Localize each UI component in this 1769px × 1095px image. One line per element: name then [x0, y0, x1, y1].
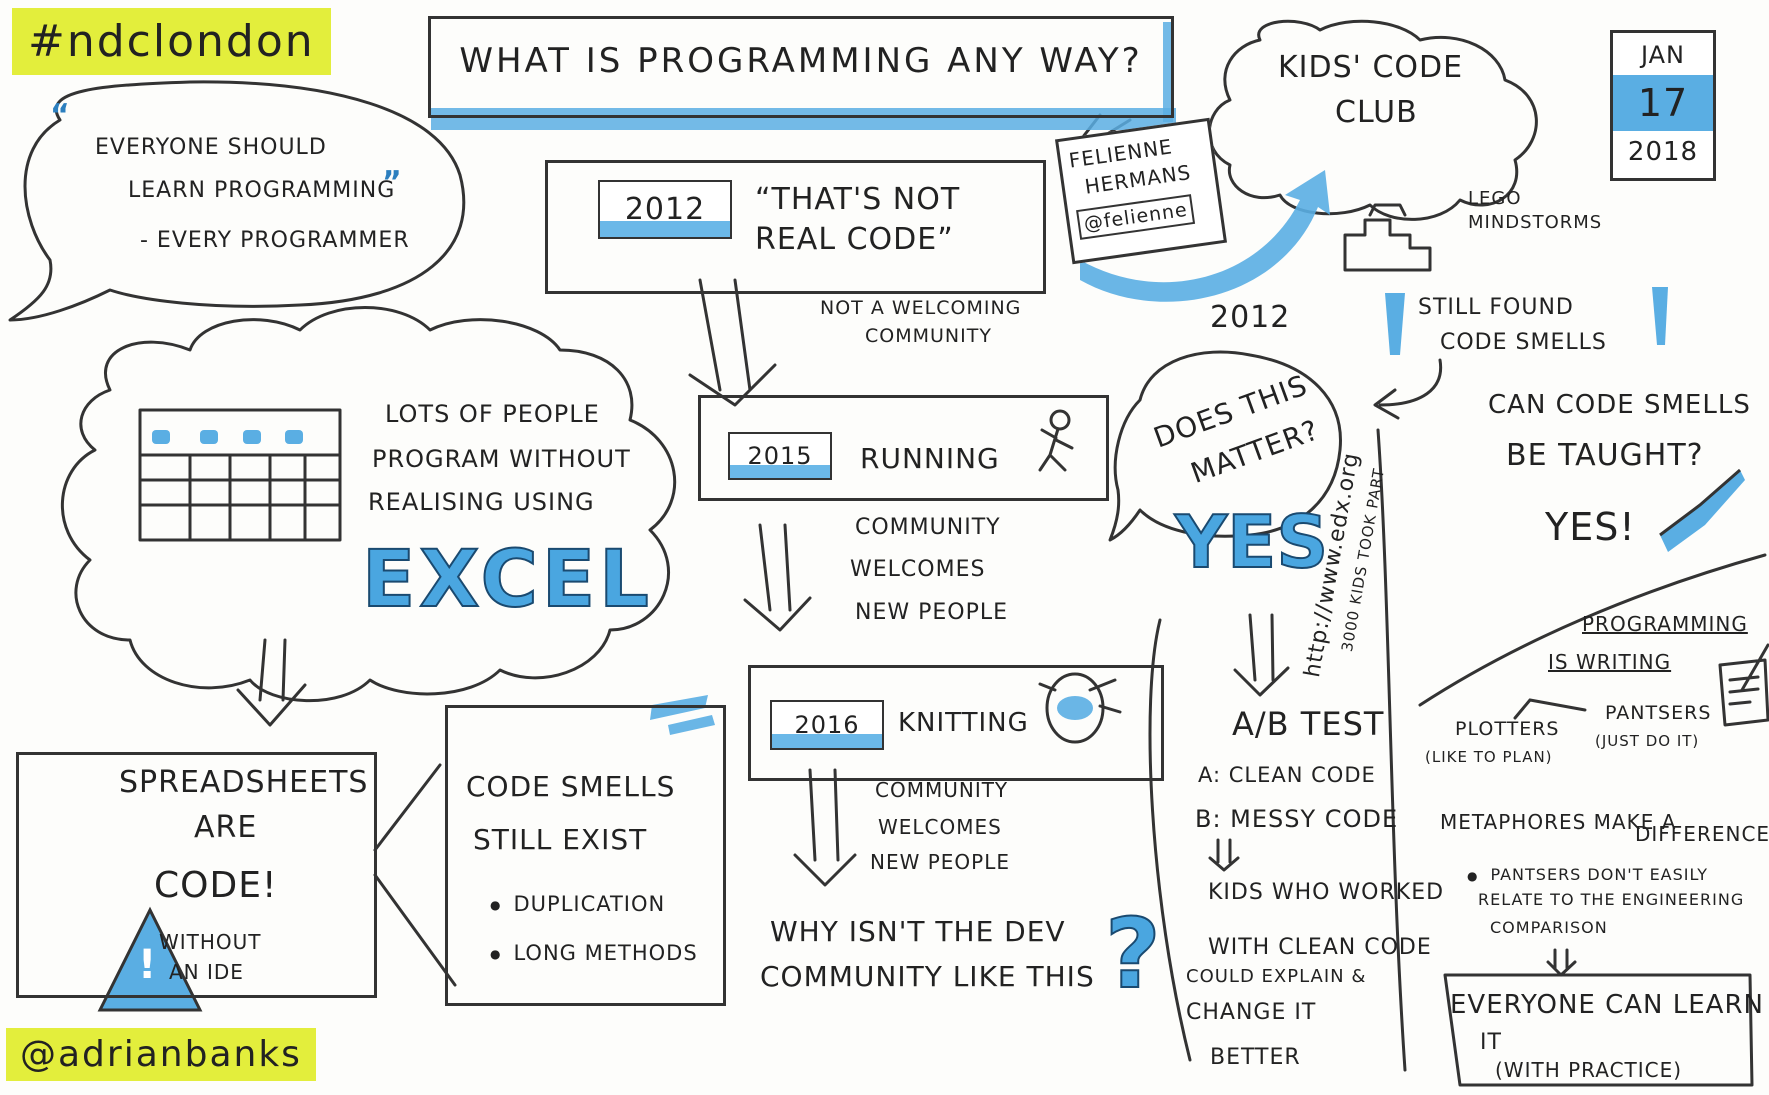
timeline-2015-box: [698, 395, 1109, 501]
year-2012: 2012: [624, 192, 706, 227]
pantsers-note: (JUST DO IT): [1595, 732, 1700, 750]
page-title: WHAT IS PROGRAMMING ANY WAY?: [459, 41, 1143, 81]
metaphores-bullet: PANTSERS DON'T EASILY: [1490, 860, 1708, 891]
everyone-line3: (WITH PRACTICE): [1495, 1058, 1683, 1082]
date-calendar: JAN 17 2018: [1610, 30, 1716, 181]
welcomes-2015-1: COMMUNITY: [855, 515, 1001, 540]
ab-test-title: A/B TEST: [1232, 705, 1385, 743]
quote-close-mark: ”: [382, 165, 403, 200]
year-2015: 2015: [747, 442, 813, 470]
kids-club-title-2: CLUB: [1335, 95, 1418, 130]
code-smells-line2: STILL EXIST: [473, 823, 648, 856]
calendar-2012: 2012: [598, 180, 732, 239]
author-handle: @adrianbanks: [6, 1028, 316, 1081]
metaphores-list: PANTSERS DON'T EASILY: [1465, 860, 1708, 891]
title-banner: WHAT IS PROGRAMMING ANY WAY?: [428, 16, 1174, 118]
dev-question-mark: ?: [1104, 897, 1162, 1011]
lego-label-1: LEGO: [1468, 188, 1522, 209]
without-ide-2: AN IDE: [169, 960, 244, 984]
taught-line2: BE TAUGHT?: [1506, 438, 1704, 473]
excel-line2: PROGRAM WITHOUT: [372, 445, 631, 473]
spreadsheets-line2: ARE: [194, 810, 258, 845]
excel-cloud: [60, 306, 677, 703]
ab-result-5: BETTER: [1210, 1045, 1301, 1070]
metaphores-bullet-2: RELATE TO THE ENGINEERING: [1478, 890, 1745, 909]
dev-question-2: COMMUNITY LIKE THIS: [760, 960, 1095, 993]
calendar-2015: 2015: [728, 432, 832, 480]
kids-cloud: [1207, 19, 1538, 221]
quote-line2: LEARN PROGRAMMING: [128, 178, 396, 203]
timeline-2016-box: [748, 665, 1164, 781]
code-smell-item: DUPLICATION: [513, 880, 698, 929]
metaphores-line2: DIFFERENCE: [1635, 822, 1769, 846]
ab-result-4: CHANGE IT: [1186, 1000, 1317, 1025]
code-smells-box: CODE SMELLS STILL EXIST DUPLICATION LONG…: [445, 705, 726, 1006]
ab-result-1: KIDS WHO WORKED: [1208, 880, 1445, 905]
quote-attribution: - EVERY PROGRAMMER: [140, 228, 410, 253]
quote-open-mark: “: [50, 98, 71, 133]
ab-result-3: COULD EXPLAIN &: [1186, 966, 1367, 987]
still-found-2: CODE SMELLS: [1440, 330, 1607, 355]
everyone-line1: EVERYONE CAN LEARN: [1450, 990, 1764, 1020]
plotters-label: PLOTTERS: [1455, 718, 1560, 740]
quote-line1: EVERYONE SHOULD: [95, 135, 327, 160]
timeline-2012-box: [545, 160, 1046, 294]
welcomes-2015-2: WELCOMES: [850, 557, 986, 582]
date-month: JAN: [1640, 41, 1686, 69]
metaphores-line1: METAPHORES MAKE A: [1440, 810, 1677, 834]
spreadsheets-line3: CODE!: [154, 865, 278, 906]
not-real-code-quote: “THAT'S NOT REAL CODE”: [755, 182, 961, 257]
warning-icon: !: [138, 942, 157, 988]
matter-bubble: [1108, 350, 1342, 542]
writing-line1: PROGRAMMING: [1582, 612, 1748, 636]
metaphores-bullet-3: COMPARISON: [1490, 918, 1608, 937]
date-year: 2018: [1627, 137, 1699, 167]
everyone-line2: IT: [1480, 1030, 1502, 1055]
writing-line2: IS WRITING: [1548, 650, 1672, 674]
hashtag-label: #ndclondon: [12, 8, 331, 75]
speaker-handle: @felienne: [1076, 194, 1196, 240]
pantsers-label: PANTSERS: [1605, 702, 1712, 724]
without-ide-1: WITHOUT: [159, 930, 262, 954]
quote-bubble: [8, 80, 466, 322]
calendar-2016: 2016: [770, 700, 884, 750]
taught-answer: YES!: [1545, 505, 1636, 549]
code-smell-item: LONG METHODS: [513, 929, 698, 978]
welcomes-2016-2: WELCOMES: [878, 815, 1002, 839]
ab-result-2: WITH CLEAN CODE: [1208, 935, 1432, 960]
ab-test-a: A: CLEAN CODE: [1198, 763, 1376, 787]
not-welcoming-note-2: COMMUNITY: [865, 325, 992, 347]
spreadsheets-box: SPREADSHEETS ARE CODE! WITHOUT AN IDE: [16, 752, 377, 998]
knitting-label: KNITTING: [898, 708, 1029, 738]
welcomes-2016-1: COMMUNITY: [875, 778, 1009, 802]
ab-test-b: B: MESSY CODE: [1195, 805, 1399, 833]
speaker-card: FELIENNE HERMANS @felienne: [1054, 117, 1228, 265]
lego-label-2: MINDSTORMS: [1468, 212, 1603, 233]
spreadsheets-line1: SPREADSHEETS: [119, 765, 369, 800]
matter-year: 2012: [1210, 300, 1291, 335]
year-2016: 2016: [794, 711, 860, 739]
excel-line3: REALISING USING: [368, 488, 595, 516]
excel-line1: LOTS OF PEOPLE: [385, 400, 600, 428]
plotters-note: (LIKE TO PLAN): [1425, 748, 1553, 766]
dev-question-1: WHY ISN'T THE DEV: [770, 915, 1066, 948]
kids-club-title-1: KIDS' CODE: [1278, 50, 1464, 85]
running-label: RUNNING: [860, 442, 1000, 475]
matter-answer: YES: [1174, 499, 1329, 585]
still-found-1: STILL FOUND: [1418, 295, 1574, 320]
welcomes-2016-3: NEW PEOPLE: [870, 850, 1011, 874]
date-day: 17: [1613, 75, 1713, 131]
code-smells-line1: CODE SMELLS: [466, 770, 676, 803]
excel-word: EXCEL: [361, 534, 653, 626]
taught-line1: CAN CODE SMELLS: [1488, 390, 1751, 420]
welcomes-2015-3: NEW PEOPLE: [855, 600, 1009, 625]
code-smells-list: DUPLICATION LONG METHODS: [488, 880, 698, 978]
not-welcoming-note: NOT A WELCOMING: [820, 297, 1022, 319]
